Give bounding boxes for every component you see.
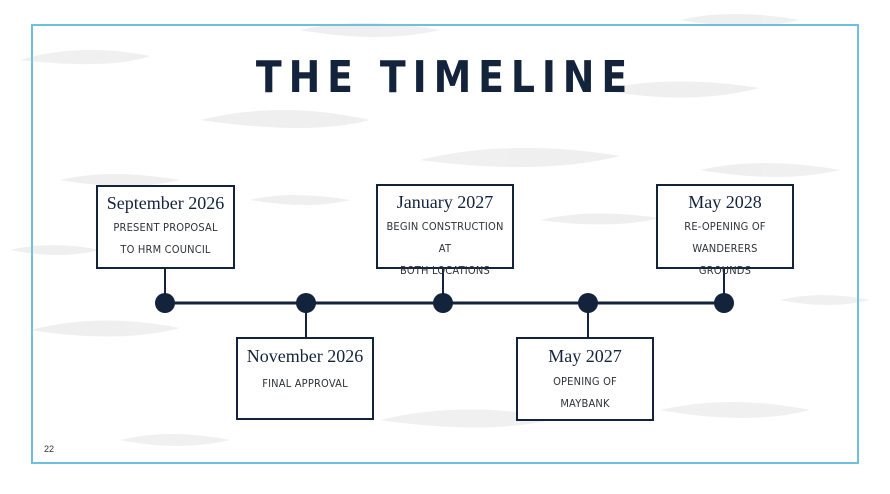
timeline-dot-2 (296, 293, 316, 313)
timeline-stem-2 (305, 303, 307, 338)
milestone-date: September 2026 (106, 193, 225, 213)
milestone-box-november-2026: November 2026 Final Approval (236, 337, 374, 420)
page-number: 22 (44, 444, 55, 454)
timeline-stem-4 (587, 303, 589, 338)
milestone-desc: Present proposalto HRM Council (113, 221, 218, 256)
milestone-desc: Opening ofMaybank (553, 375, 617, 410)
timeline-dot-1 (155, 293, 175, 313)
milestone-box-may-2028: May 2028 Re-opening ofWanderers Grounds (656, 184, 794, 277)
timeline-dot-4 (578, 293, 598, 313)
milestone-desc: Begin construction atboth locations (386, 220, 504, 277)
timeline-dot-5 (714, 293, 734, 313)
milestone-date: January 2027 (396, 192, 494, 212)
timeline-stem-3 (442, 268, 444, 303)
milestone-date: November 2026 (246, 346, 364, 366)
milestone-box-january-2027: January 2027 Begin construction atboth l… (376, 184, 514, 277)
milestone-desc: Final Approval (262, 377, 348, 390)
timeline-stem-1 (164, 268, 166, 303)
timeline-stem-5 (723, 268, 725, 303)
slide-title: THE TIMELINE (255, 52, 635, 103)
milestone-date: May 2027 (548, 346, 622, 366)
milestone-desc: Re-opening ofWanderers Grounds (684, 220, 766, 277)
milestone-box-september-2026: September 2026 Present proposalto HRM Co… (96, 185, 235, 269)
timeline-dot-3 (433, 293, 453, 313)
milestone-box-may-2027: May 2027 Opening ofMaybank (516, 337, 654, 421)
milestone-date: May 2028 (688, 192, 762, 212)
slide-frame (31, 24, 859, 464)
